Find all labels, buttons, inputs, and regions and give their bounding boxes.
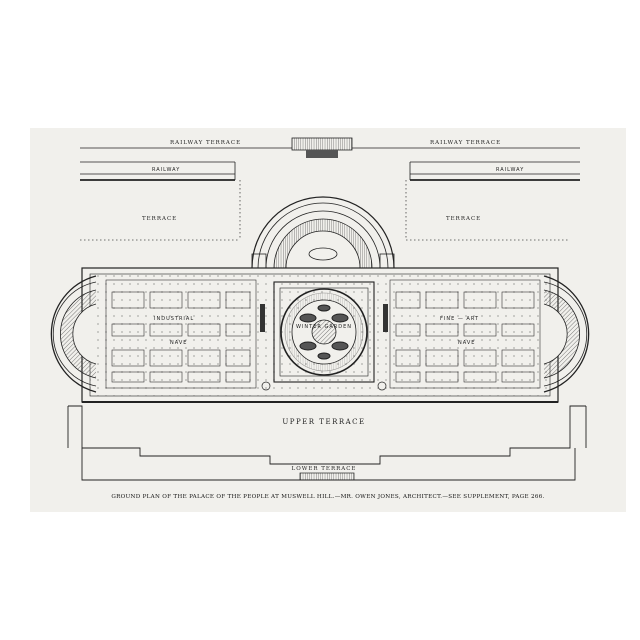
railway-lines — [80, 147, 580, 181]
terrace-left-label: TERRACE — [142, 216, 177, 222]
fine-art-nave-grid — [389, 279, 541, 389]
railway-terrace-right-label: RAILWAY TERRACE — [430, 140, 501, 146]
ground-plan-drawing: RAILWAY TERRACE RAILWAY TERRACE RAILWAY … — [50, 137, 590, 481]
engraving-sheet: RAILWAY TERRACE RAILWAY TERRACE RAILWAY … — [30, 128, 626, 512]
lower-terrace — [81, 448, 576, 481]
railway-terrace-left-label: RAILWAY TERRACE — [170, 140, 241, 146]
plan-caption: GROUND PLAN OF THE PALACE OF THE PEOPLE … — [111, 494, 545, 500]
upper-terrace — [67, 381, 587, 465]
north-semicircular-court — [251, 196, 395, 269]
west-rotunda — [50, 275, 97, 393]
industrial-nave-grid — [105, 279, 257, 389]
terrace-right-label: TERRACE — [446, 216, 481, 222]
winter-garden — [273, 281, 375, 383]
winter-garden-label: WINTER GARDEN — [296, 324, 352, 330]
industrial-label: INDUSTRIAL — [154, 316, 194, 322]
terrace-boundaries — [80, 180, 570, 241]
nave-right-label: NAVE — [458, 340, 475, 346]
lower-terrace-label: LOWER TERRACE — [292, 466, 357, 472]
railway-terrace-block — [291, 137, 353, 151]
railway-right-label: RAILWAY — [496, 167, 524, 173]
upper-terrace-label: UPPER TERRACE — [282, 418, 365, 426]
railway-left-label: RAILWAY — [152, 167, 180, 173]
nave-left-label: NAVE — [170, 340, 187, 346]
east-rotunda — [543, 275, 590, 393]
fine-art-label: FINE — ART — [440, 316, 479, 322]
nave-columns — [260, 304, 388, 332]
